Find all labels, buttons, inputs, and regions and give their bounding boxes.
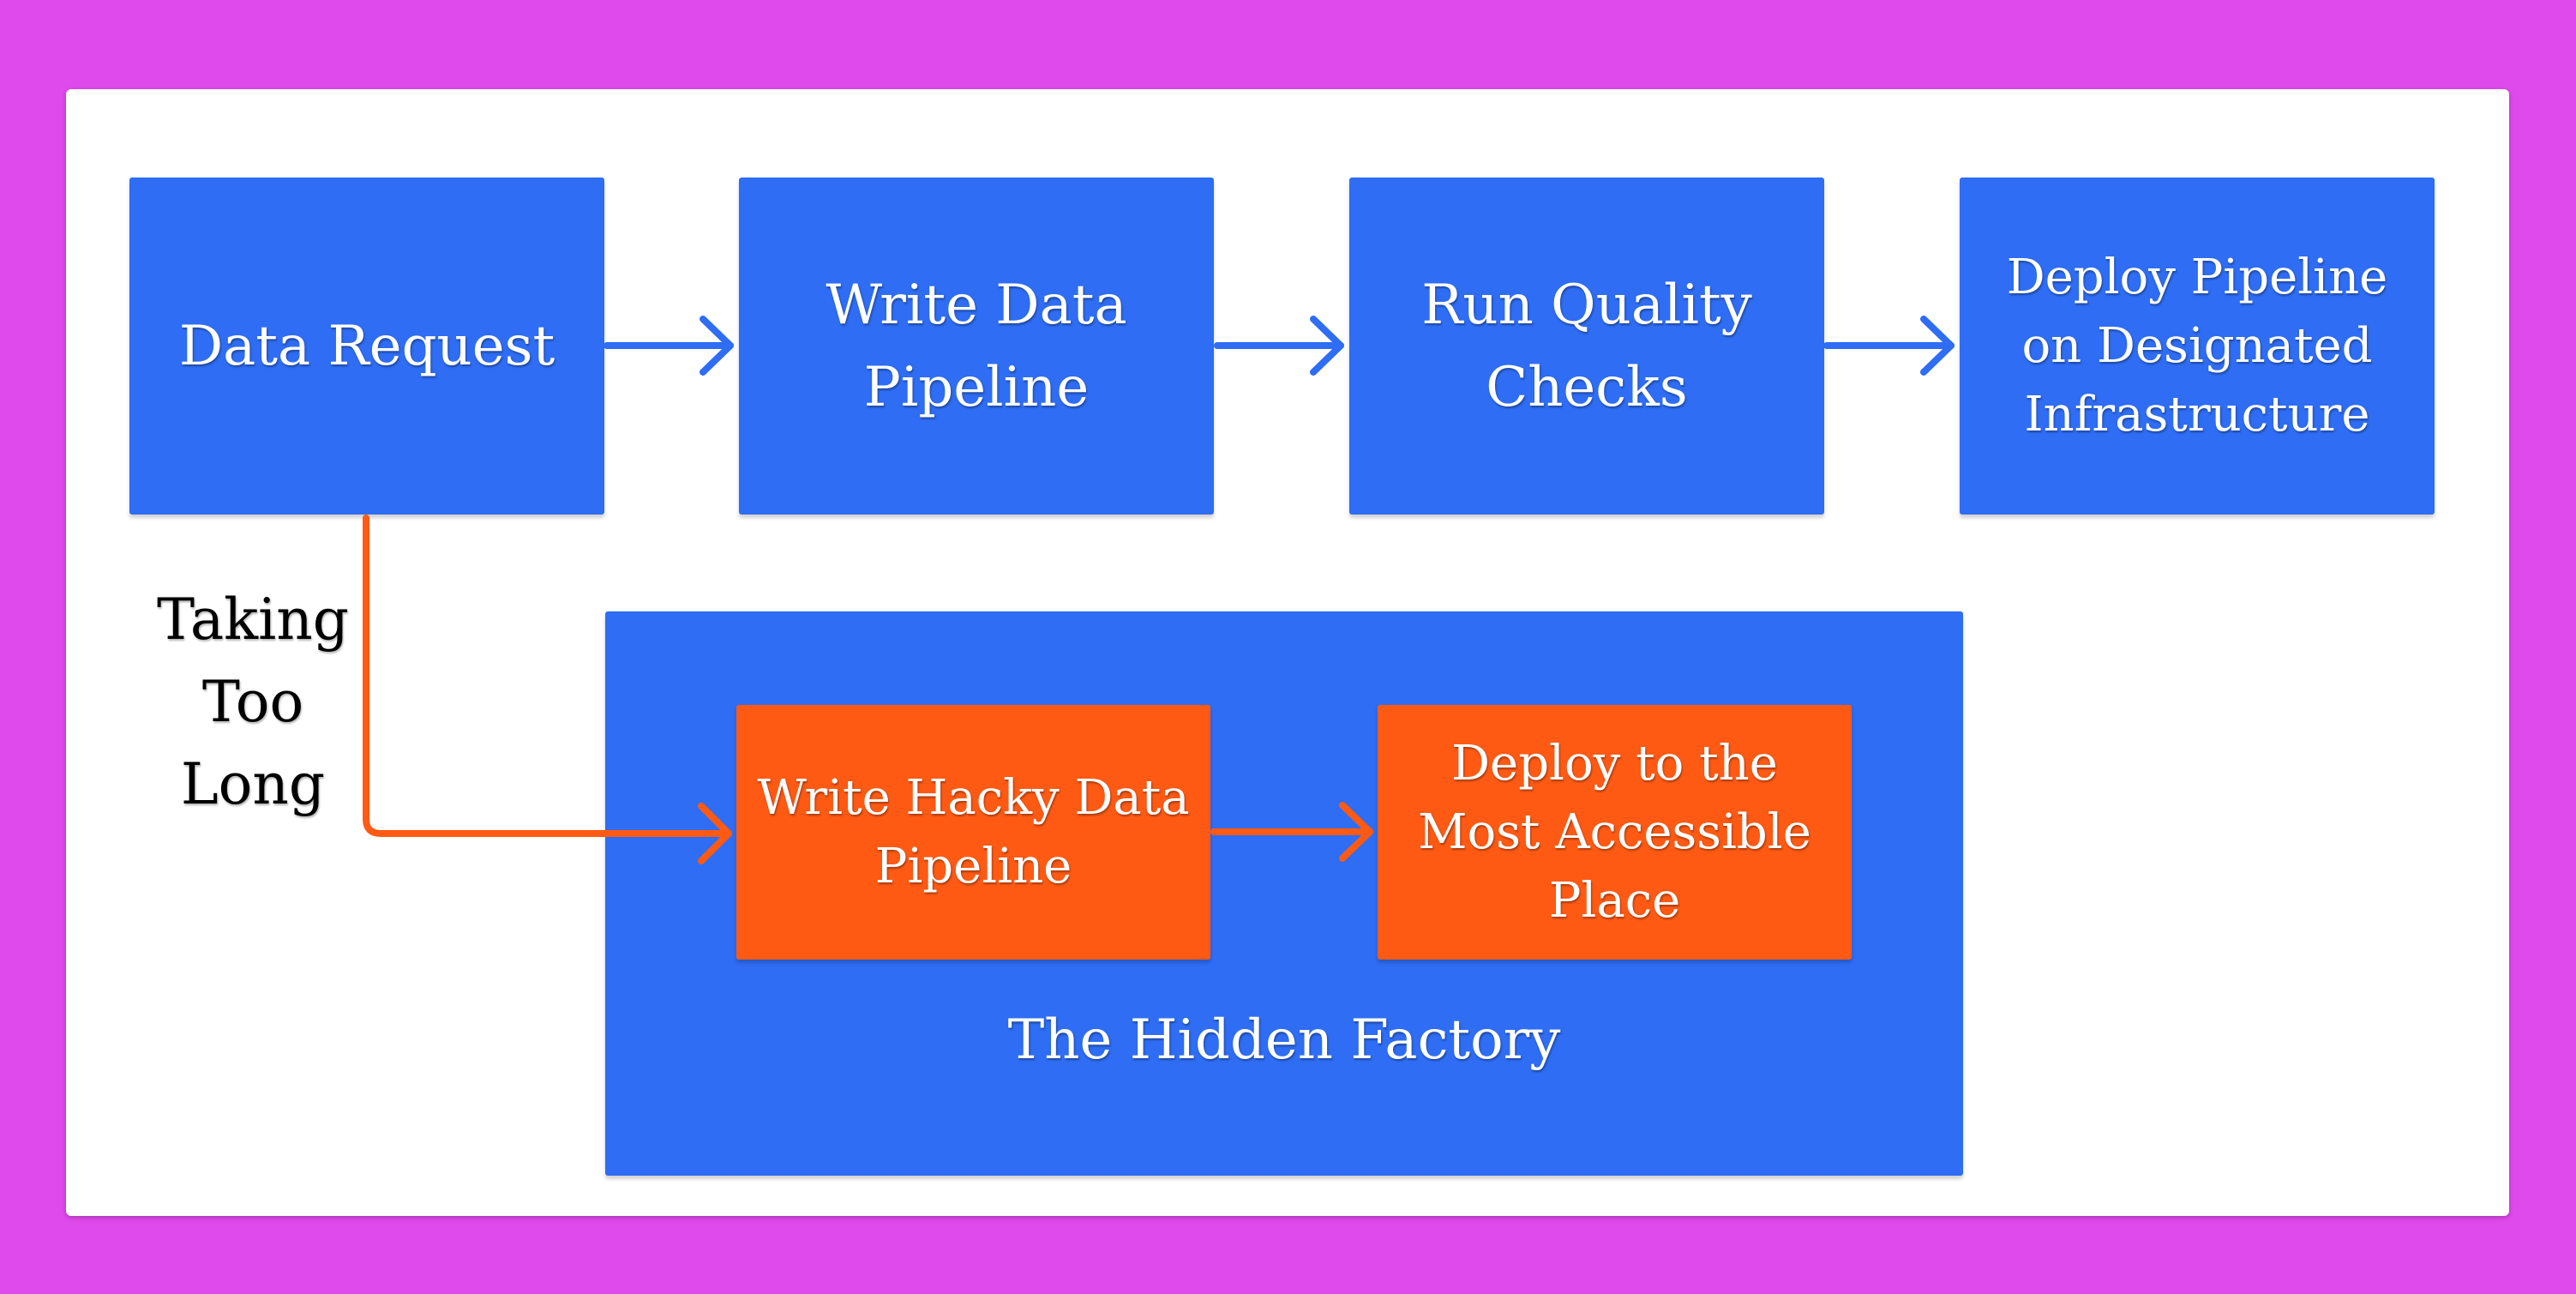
arrowhead-quality-to-deploy [1920,316,1955,376]
node-run-quality-checks: Run Quality Checks [1349,178,1824,515]
arrowhead-write-to-quality [1310,316,1344,376]
edge-label-taking-too-long: Taking Too Long [156,587,350,817]
node-deploy-accessible: Deploy to the Most Accessible Place [1378,705,1852,960]
node-write-data-pipeline-label: Write Data Pipeline [826,273,1127,419]
arrow-request-to-hacky [363,515,732,837]
arrowhead-hacky-to-accessible [1339,802,1373,862]
arrowhead-request-to-write [700,316,734,376]
node-deploy-pipeline: Deploy Pipeline on Designated Infrastruc… [1960,178,2435,515]
node-data-request: Data Request [129,178,604,515]
node-write-data-pipeline: Write Data Pipeline [739,178,1214,515]
node-run-quality-checks-label: Run Quality Checks [1421,273,1752,419]
node-deploy-accessible-label: Deploy to the Most Accessible Place [1418,735,1811,929]
node-deploy-pipeline-label: Deploy Pipeline on Designated Infrastruc… [2006,249,2388,442]
hidden-factory-label: The Hidden Factory [1007,1008,1561,1072]
node-write-hacky-pipeline: Write Hacky Data Pipeline [736,705,1210,960]
node-write-hacky-pipeline-label: Write Hacky Data Pipeline [757,769,1190,894]
node-data-request-label: Data Request [178,314,555,378]
arrowhead-request-to-hacky [698,803,732,864]
